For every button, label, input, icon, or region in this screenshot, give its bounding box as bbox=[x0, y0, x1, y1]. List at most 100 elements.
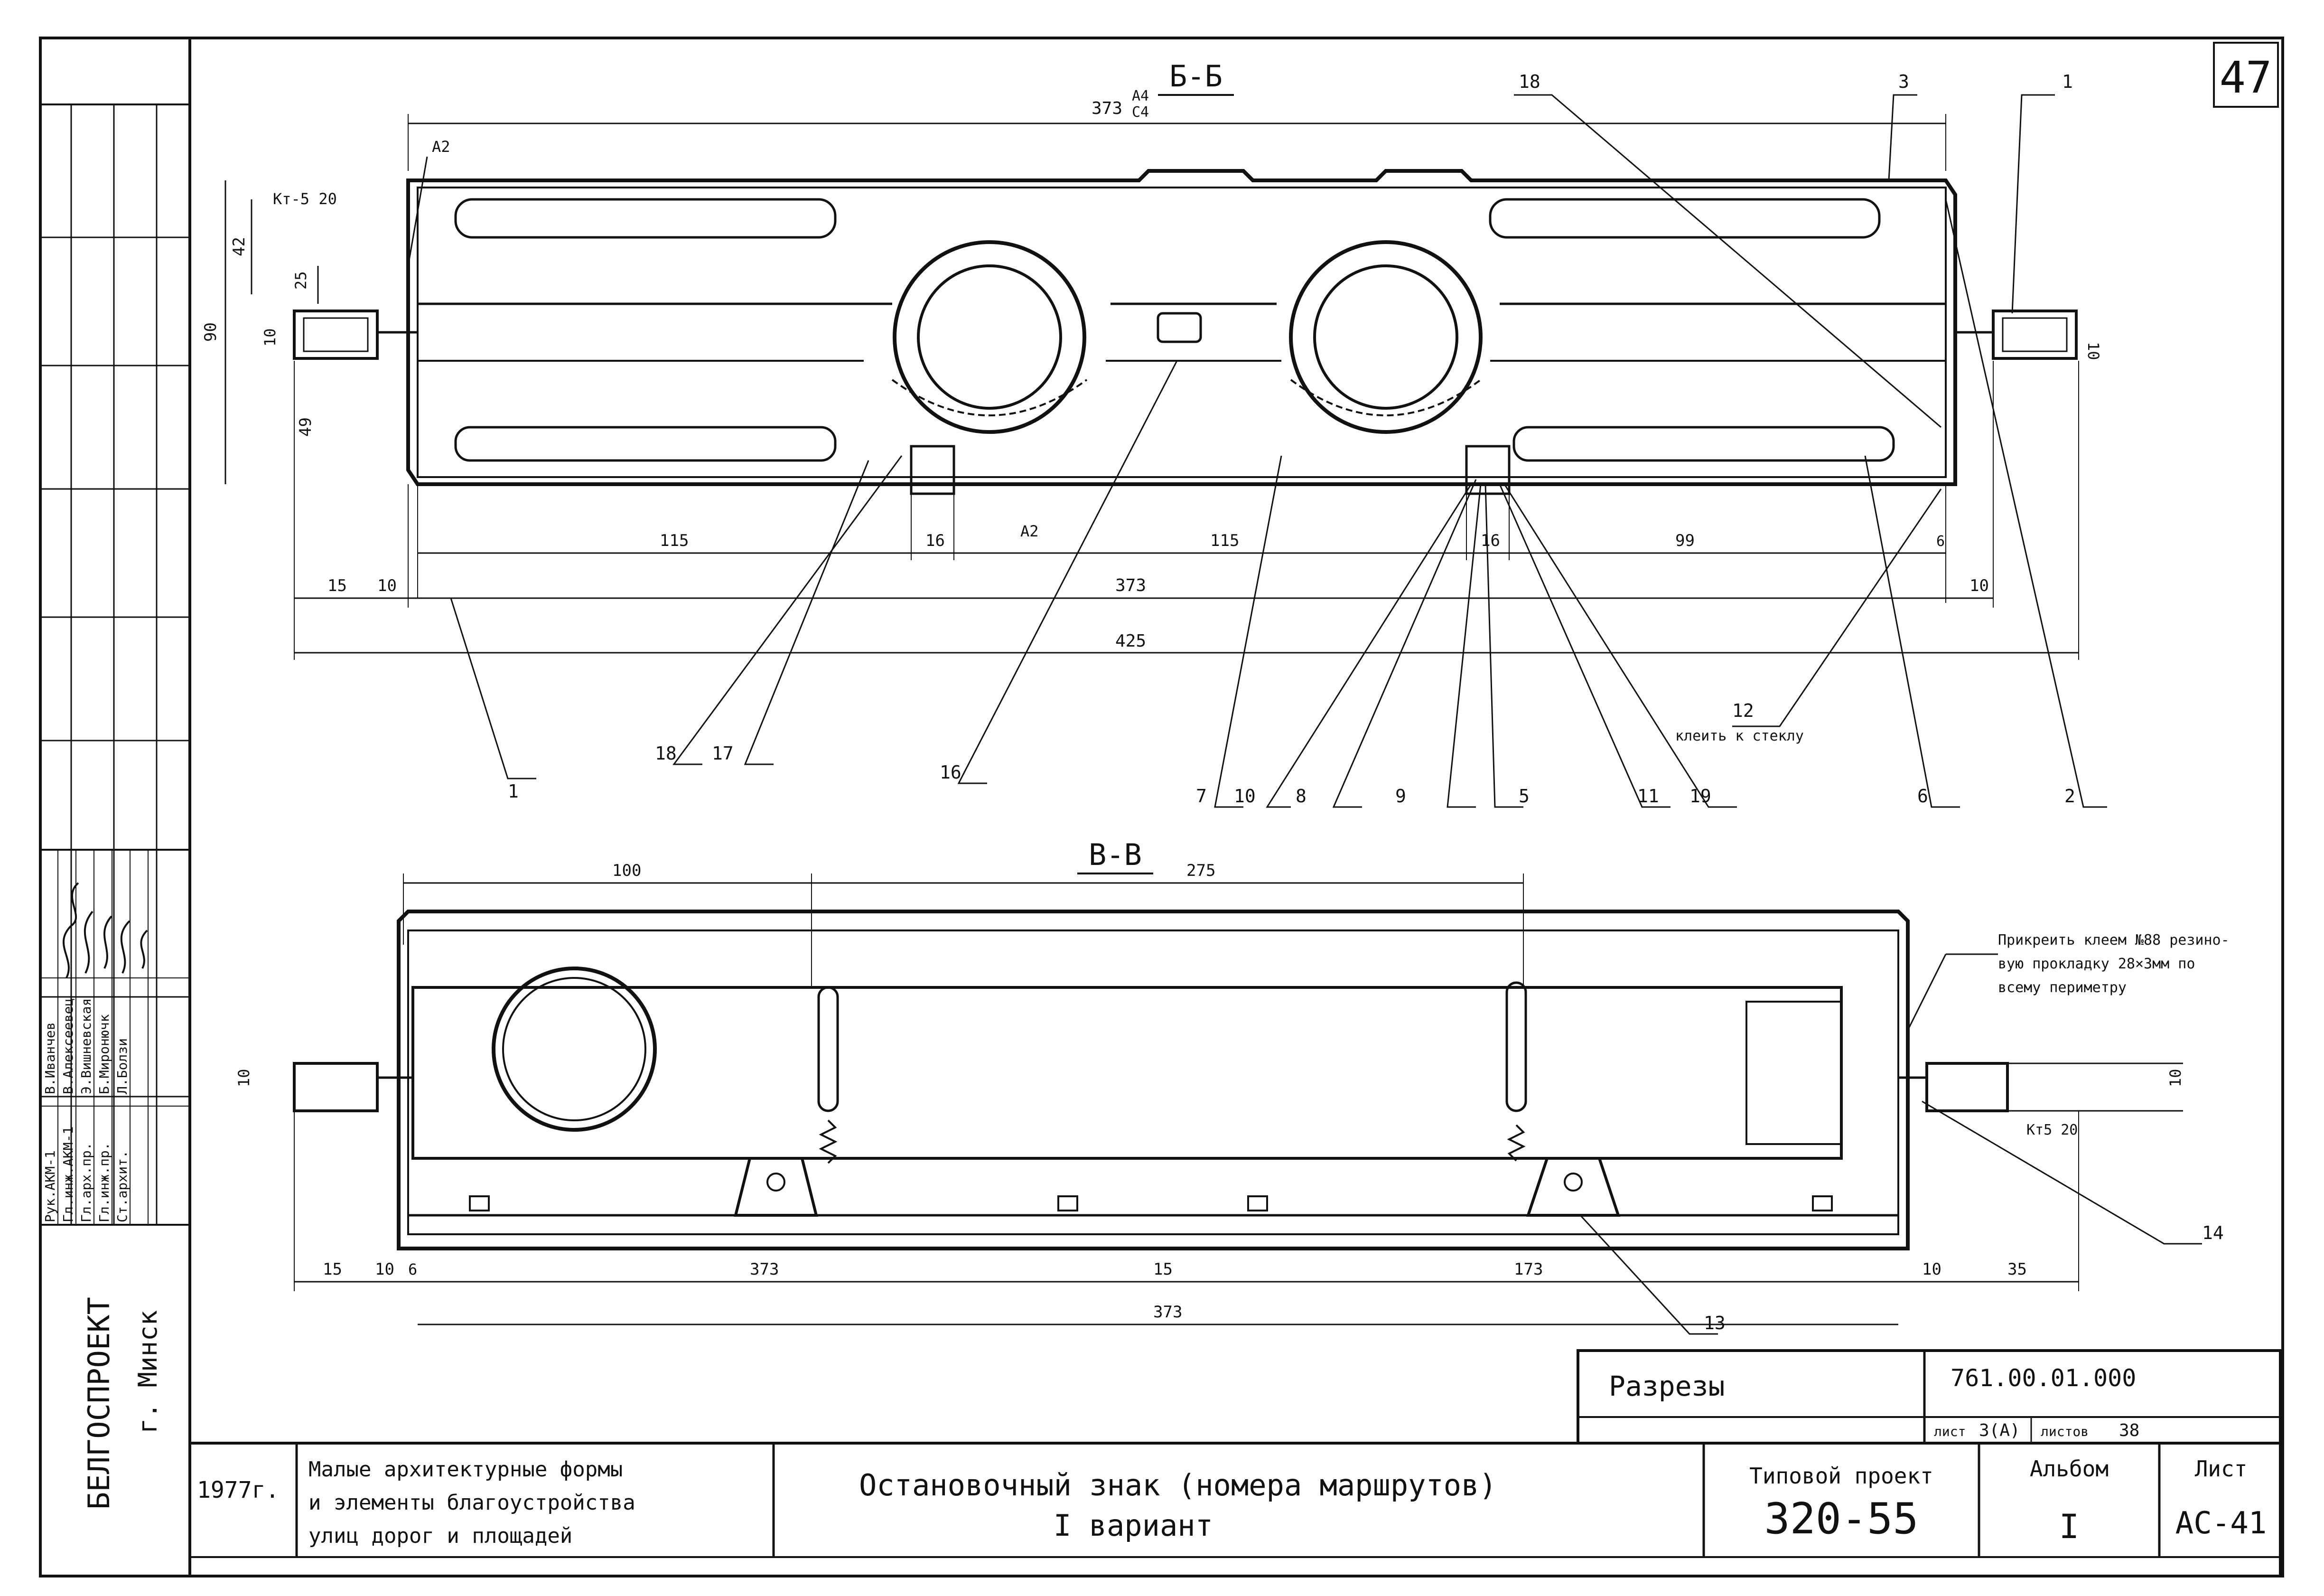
title-block: Разрезы 761.00.01.000 лист 3(А) листов 3… bbox=[188, 1349, 2282, 1577]
bb-dim-6: 6 bbox=[1936, 533, 1945, 550]
bb-dim-10: 10 bbox=[377, 576, 397, 595]
bb-dim-16b: 16 bbox=[1481, 531, 1500, 550]
bb-dim-10-left: 10 bbox=[261, 328, 279, 347]
vv-dim-173: 173 bbox=[1514, 1260, 1543, 1279]
bb-callout-18-label: 18 bbox=[1519, 71, 1540, 92]
org-name: БЕЛГОСПРОЕКТ bbox=[82, 1297, 116, 1510]
sig-name-1: В.Иванчев bbox=[42, 1022, 58, 1094]
sig-role-5: Ст.архит. bbox=[114, 1150, 130, 1222]
bb-callout-11: 11 bbox=[1637, 786, 1659, 807]
object-title-2: I вариант bbox=[1054, 1508, 1213, 1543]
bb-bolt-1 bbox=[910, 445, 955, 495]
bb-callout-1-label: 1 bbox=[2062, 71, 2073, 92]
bb-dim-425: 425 bbox=[1115, 631, 1146, 651]
section-vv-title: В-В bbox=[1089, 837, 1142, 872]
album-title-2: и элементы благоустройства bbox=[308, 1491, 635, 1515]
bb-callout-4: 1 bbox=[508, 781, 519, 802]
sheets-value: 38 bbox=[2119, 1421, 2139, 1440]
bb-dim-10-right: 10 bbox=[2084, 342, 2102, 360]
vv-dim-35: 35 bbox=[2007, 1260, 2027, 1279]
bb-dim-99: 99 bbox=[1675, 531, 1695, 550]
sig-role-1: Рук.АКМ-1 bbox=[42, 1150, 58, 1222]
vv-dim-6: 6 bbox=[408, 1260, 417, 1278]
list-value: АС-41 bbox=[2175, 1506, 2267, 1541]
vv-note-2: вую прокладку 28×3мм по bbox=[1998, 956, 2195, 972]
bb-dim-15: 15 bbox=[327, 576, 347, 595]
bb-dim-top-a: А4 bbox=[1132, 88, 1149, 104]
vv-dim-10b: 10 bbox=[375, 1260, 394, 1279]
bb-clip bbox=[1157, 312, 1202, 343]
vv-housing bbox=[397, 910, 1910, 1250]
year: 1977г. bbox=[197, 1477, 279, 1503]
bb-housing bbox=[406, 169, 1957, 486]
vv-kt: Кт5 20 bbox=[2026, 1122, 2078, 1138]
vv-nuts bbox=[469, 1195, 1833, 1211]
vv-dim-275: 275 bbox=[1186, 861, 1215, 880]
bb-callout-5: 5 bbox=[1519, 786, 1530, 807]
section-bb-title: Б-Б bbox=[1169, 59, 1223, 94]
bb-dim-49: 49 bbox=[296, 417, 315, 437]
bb-bolt-2 bbox=[1465, 445, 1511, 495]
vv-rod-1 bbox=[817, 986, 839, 1112]
vv-note-1: Прикреить клеем №88 резино- bbox=[1998, 932, 2230, 948]
bb-callout-10: 10 bbox=[1234, 786, 1256, 807]
album-label: Альбом bbox=[2030, 1456, 2109, 1482]
bb-a2-top: А2 bbox=[432, 138, 450, 156]
sig-name-2: В.Алексеевец bbox=[60, 998, 76, 1094]
bb-dim-a2-mid: А2 bbox=[1020, 522, 1039, 540]
left-stamp bbox=[39, 104, 190, 1226]
bb-right-frame bbox=[1992, 310, 2078, 360]
bb-callout-12: 12 bbox=[1732, 700, 1754, 721]
vv-callout-14: 14 bbox=[2202, 1222, 2224, 1243]
vv-lamp bbox=[492, 967, 657, 1132]
sig-role-4: Гл.инж.пр. bbox=[96, 1142, 112, 1222]
org-block: БЕЛГОСПРОЕКТ г. Минск bbox=[82, 1297, 163, 1510]
signature-scribbles bbox=[62, 882, 148, 978]
bb-callout-7: 7 bbox=[1196, 786, 1207, 807]
vv-dim-100: 100 bbox=[612, 861, 641, 880]
bb-dim-115b: 115 bbox=[1210, 531, 1239, 550]
drawing-name: Разрезы bbox=[1609, 1370, 1725, 1402]
bb-dim-top: 373 bbox=[1092, 99, 1122, 118]
bb-callout-15: 16 bbox=[940, 762, 961, 783]
section-vv: В-В 100 275 bbox=[235, 837, 2230, 1335]
bb-dim-373: 373 bbox=[1115, 576, 1146, 595]
vv-dim-10: 10 bbox=[235, 1069, 253, 1087]
org-city: г. Минск bbox=[133, 1310, 163, 1434]
vv-dim-10r: 10 bbox=[2166, 1069, 2184, 1087]
vv-dim-10rb: 10 bbox=[1922, 1260, 1941, 1279]
sheet-number-box: 47 bbox=[2213, 42, 2279, 108]
bb-dim-10r: 10 bbox=[1969, 576, 1989, 595]
bb-slot-4 bbox=[1512, 426, 1895, 462]
bb-slot-3 bbox=[454, 426, 837, 462]
bb-dim-90: 90 bbox=[201, 322, 220, 342]
section-bb: Б-Б 373 А4 С4 bbox=[201, 59, 2107, 808]
vv-callout-13: 13 bbox=[1704, 1313, 1726, 1333]
bb-dim-115a: 115 bbox=[660, 531, 689, 550]
project-label: Типовой проект bbox=[1749, 1463, 1933, 1489]
sig-name-4: Б.Миронючк bbox=[96, 1014, 112, 1094]
album-title-1: Малые архитектурные формы bbox=[308, 1457, 623, 1482]
vv-tube bbox=[411, 986, 1843, 1160]
list-label: Лист bbox=[2195, 1456, 2248, 1482]
bb-callout-17: 18 bbox=[655, 743, 677, 764]
bb-dim-25: 25 bbox=[292, 271, 310, 290]
bb-callout-6: 6 bbox=[1917, 786, 1928, 807]
bb-callout-19: 19 bbox=[1689, 786, 1711, 807]
vv-dim-15: 15 bbox=[323, 1260, 342, 1279]
bb-lamp-2 bbox=[1289, 240, 1483, 434]
drawing-code: 761.00.01.000 bbox=[1951, 1364, 2136, 1392]
sheet-value: 3(А) bbox=[1979, 1421, 2020, 1440]
bb-dim-top-b: С4 bbox=[1132, 104, 1149, 121]
bb-note-12: клеить к стеклу bbox=[1675, 728, 1804, 744]
bb-callout-16: 17 bbox=[712, 743, 734, 764]
vv-left-frame bbox=[293, 1062, 379, 1112]
album-value: I bbox=[2059, 1507, 2079, 1546]
sig-name-5: Л.Болзи bbox=[114, 1038, 130, 1094]
bb-callout-8: 8 bbox=[1296, 786, 1307, 807]
signature-block: Рук.АКМ-1 В.Иванчев Гл.инж.АКМ-1 В.Алекс… bbox=[42, 882, 148, 1222]
bb-dim-16a: 16 bbox=[925, 531, 945, 550]
vv-note-3: всему периметру bbox=[1998, 979, 2127, 996]
bb-slot-1 bbox=[454, 198, 837, 239]
